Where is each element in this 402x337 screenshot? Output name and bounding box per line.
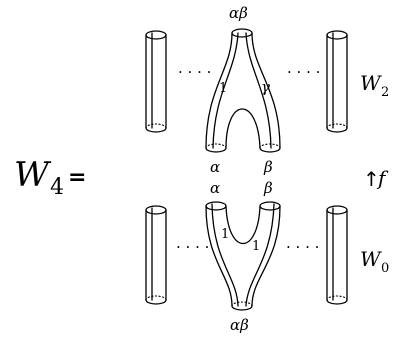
bottom-inner-label-1-left: 1 [221,227,229,242]
bottom-right-ellipsis: · · · · [286,238,319,256]
bottom-left-ellipsis: · · · · [176,238,209,256]
lhs-symbol: W [14,155,52,195]
top-right-cylinder [326,30,348,133]
bottom-right-cylinder [326,205,348,305]
w2-symbol: W [360,71,382,95]
top-label-alphabeta: αβ [229,4,248,22]
top-bottom-label-beta: β [263,158,273,176]
top-left-cylinder [145,30,167,133]
bottom-pants [205,201,281,311]
top-left-ellipsis: · · · · [178,63,211,81]
top-surface: · · · · · · · · αβ 1 γ α β W 2 [145,4,389,176]
top-inner-label-gamma: γ [261,78,270,96]
top-right-ellipsis: · · · · [287,63,320,81]
morphism-arrow: ↑ f [363,166,389,191]
morphism-label-f: f [376,166,389,190]
w0-subscript: 0 [381,261,389,276]
w2-subscript: 2 [381,85,389,100]
top-bottom-label-alpha: α [210,158,220,176]
bottom-inner-label-1-right: 1 [252,239,260,254]
top-pants [205,28,281,153]
bottom-left-cylinder [145,205,167,305]
top-inner-label-1: 1 [219,81,227,96]
equals-sign: = [68,165,86,190]
w0-symbol: W [360,247,382,271]
up-arrow-icon: ↑ [363,167,380,191]
bottom-top-label-beta: β [263,179,273,197]
bottom-surface: · · · · · · · · α β 1 1 αβ W 0 [145,179,389,334]
lhs-subscript: 4 [50,175,64,200]
bottom-top-label-alpha: α [210,179,220,197]
bottom-label-alphabeta: αβ [230,316,249,334]
lhs-equation: W 4 = [14,155,86,200]
